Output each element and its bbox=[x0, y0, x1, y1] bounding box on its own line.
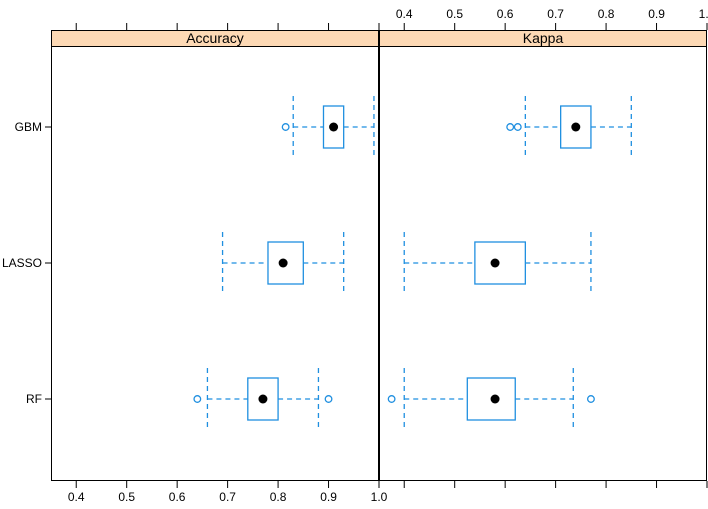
box-accuracy-gbm bbox=[281, 96, 375, 158]
box-kappa-rf bbox=[387, 368, 595, 430]
x-tick-label-top: 0.9 bbox=[648, 7, 665, 21]
box-kappa-lasso bbox=[403, 232, 592, 294]
box-kappa-gbm bbox=[506, 96, 632, 158]
x-tick-label-bottom: 0.8 bbox=[270, 490, 287, 504]
x-tick-label-bottom: 0.6 bbox=[169, 490, 186, 504]
x-tick-label-top: 0.8 bbox=[598, 7, 615, 21]
x-tick-label-bottom: 0.7 bbox=[219, 490, 236, 504]
x-tick-label-top: 0.7 bbox=[547, 7, 564, 21]
ticks-layer: 0.4 0.5 0.6 0.7 0.8 0.9 1.0 0.4 0.5 0.6 0.7 0.8 0.9 1… bbox=[68, 7, 708, 504]
box-iqr bbox=[560, 105, 592, 149]
outlier-point bbox=[281, 123, 290, 131]
box-iqr bbox=[322, 105, 345, 149]
panel-strip-kappa bbox=[379, 30, 707, 47]
panel-frame-accuracy bbox=[51, 30, 379, 481]
boxes-layer bbox=[193, 96, 632, 430]
x-tick-label-top: 0.4 bbox=[396, 7, 413, 21]
x-tick-label-top: 0.5 bbox=[446, 7, 463, 21]
median-dot bbox=[278, 258, 288, 268]
category-label-rf: RF bbox=[26, 392, 42, 406]
median-dot bbox=[329, 122, 339, 132]
box-accuracy-lasso bbox=[221, 232, 345, 294]
category-label-lasso: LASSO bbox=[2, 256, 42, 270]
panel-strip-accuracy bbox=[51, 30, 379, 47]
panel-title-kappa: Kappa bbox=[523, 30, 564, 46]
outlier-point bbox=[586, 395, 595, 403]
x-tick-label-bottom: 0.5 bbox=[118, 490, 135, 504]
outlier-point bbox=[193, 395, 202, 403]
box-iqr bbox=[267, 241, 304, 285]
panel-frame-kappa bbox=[379, 30, 707, 481]
x-tick-label-bottom: 0.4 bbox=[68, 490, 85, 504]
box-accuracy-rf bbox=[193, 368, 333, 430]
x-tick-label-top: 0.6 bbox=[497, 7, 514, 21]
x-tick-label-bottom: 0.9 bbox=[320, 490, 337, 504]
median-dot bbox=[258, 394, 268, 404]
median-dot bbox=[490, 258, 500, 268]
outlier-point bbox=[513, 123, 522, 131]
panels-layer: Accuracy Kappa bbox=[51, 30, 707, 481]
median-dot bbox=[571, 122, 581, 132]
x-tick-label-top: 1.0 bbox=[699, 7, 708, 21]
outlier-point bbox=[324, 395, 333, 403]
outlier-point bbox=[506, 123, 515, 131]
x-tick-label-bottom: 1.0 bbox=[371, 490, 388, 504]
category-label-gbm: GBM bbox=[15, 120, 42, 134]
box-iqr bbox=[247, 377, 279, 421]
median-dot bbox=[490, 394, 500, 404]
category-labels: GBM LASSO RF bbox=[2, 120, 51, 406]
box-iqr bbox=[466, 377, 516, 421]
box-iqr bbox=[474, 241, 526, 285]
outlier-point bbox=[387, 395, 396, 403]
panel-title-accuracy: Accuracy bbox=[186, 30, 244, 46]
